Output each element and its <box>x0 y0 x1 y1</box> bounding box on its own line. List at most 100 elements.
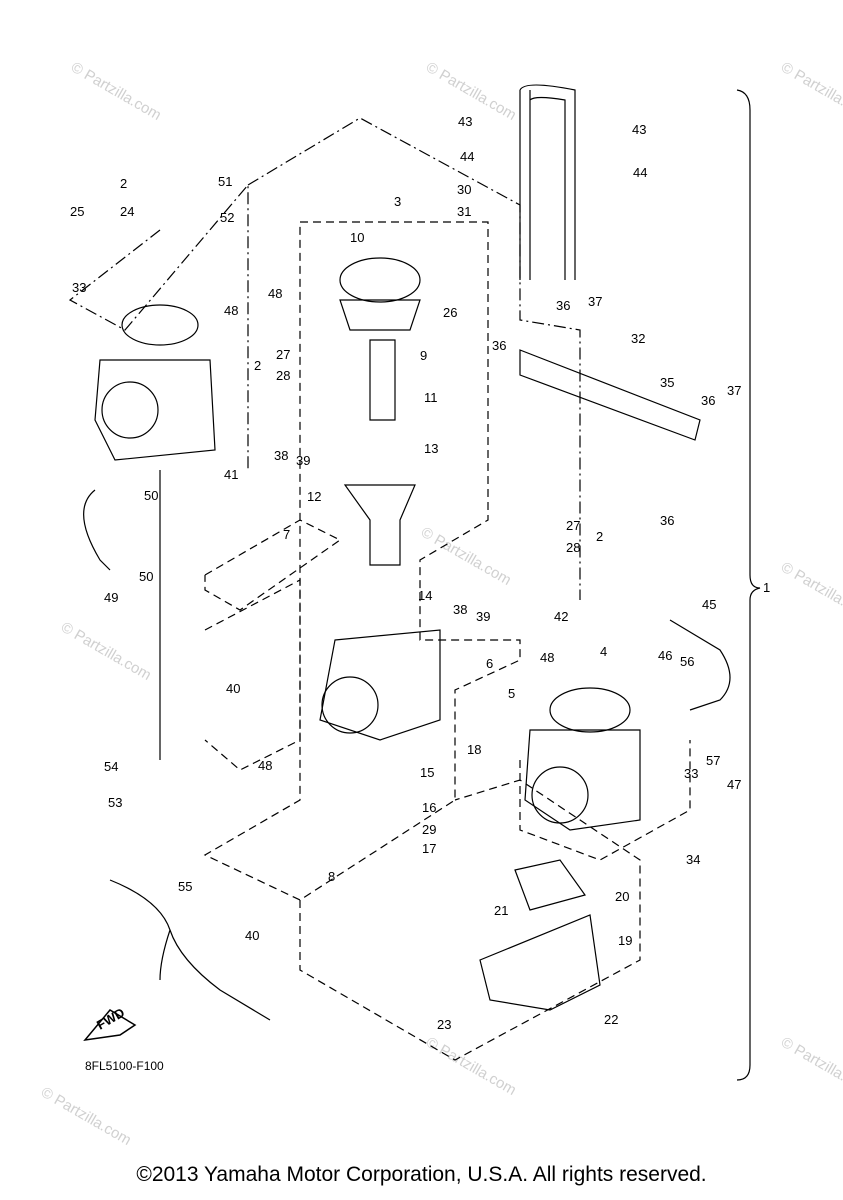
callout-4: 4 <box>600 644 607 659</box>
callout-17: 17 <box>422 841 436 856</box>
fwd-arrow <box>83 1009 137 1042</box>
callout-15: 15 <box>420 765 434 780</box>
callout-38: 38 <box>274 448 288 463</box>
watermark: © Partzilla.com <box>68 59 164 124</box>
callout-37: 37 <box>588 294 602 309</box>
watermark: © Partzilla.com <box>778 1034 843 1099</box>
callout-31: 31 <box>457 204 471 219</box>
callout-26: 26 <box>443 305 457 320</box>
callout-57: 57 <box>706 753 720 768</box>
callout-39: 39 <box>476 609 490 624</box>
callout-2: 2 <box>120 176 127 191</box>
callout-50: 50 <box>139 569 153 584</box>
callout-46: 46 <box>658 648 672 663</box>
callout-48: 48 <box>224 303 238 318</box>
callout-40: 40 <box>245 928 259 943</box>
callout-1: 1 <box>763 580 770 595</box>
fuel-hose <box>83 489 111 571</box>
carb-center-body <box>319 629 441 741</box>
carb-left-top <box>121 304 199 346</box>
callout-45: 45 <box>702 597 716 612</box>
callout-20: 20 <box>615 889 629 904</box>
callout-48: 48 <box>258 758 272 773</box>
dashed-boundary-left <box>68 183 249 470</box>
callout-23: 23 <box>437 1017 451 1032</box>
watermarks: © Partzilla.com © Partzilla.com © Partzill… <box>38 59 843 1149</box>
diagram-code: 8FL5100-F100 <box>85 1059 164 1073</box>
callout-49: 49 <box>104 590 118 605</box>
callout-3: 3 <box>394 194 401 209</box>
callout-48: 48 <box>268 286 282 301</box>
dashed-boundary-right <box>519 740 691 861</box>
callout-51: 51 <box>218 174 232 189</box>
callout-43: 43 <box>632 122 646 137</box>
callout-35: 35 <box>660 375 674 390</box>
callout-36: 36 <box>660 513 674 528</box>
callout-10: 10 <box>350 230 364 245</box>
dashed-boundary-mid <box>204 519 342 611</box>
callout-56: 56 <box>680 654 694 669</box>
copyright-notice: ©2013 Yamaha Motor Corporation, U.S.A. A… <box>136 1163 707 1186</box>
callout-32: 32 <box>631 331 645 346</box>
dashed-boundary-pipe <box>204 579 301 771</box>
callout-55: 55 <box>178 879 192 894</box>
dashed-boundary-float <box>299 779 641 1061</box>
dashed-boundary-main <box>203 221 521 901</box>
callout-22: 22 <box>604 1012 618 1027</box>
callout-2: 2 <box>254 358 261 373</box>
callout-37: 37 <box>727 383 741 398</box>
watermark: © Partzilla.com <box>778 59 843 124</box>
callout-42: 42 <box>554 609 568 624</box>
callout-21: 21 <box>494 903 508 918</box>
watermark: © Partzilla.com <box>38 1084 134 1149</box>
callout-25: 25 <box>70 204 84 219</box>
callout-41: 41 <box>224 467 238 482</box>
vent-hose <box>519 84 576 280</box>
callout-33: 33 <box>72 280 86 295</box>
float-bowl <box>479 914 601 1011</box>
callout-40: 40 <box>226 681 240 696</box>
callout-36: 36 <box>556 298 570 313</box>
callout-30: 30 <box>457 182 471 197</box>
callout-12: 12 <box>307 489 321 504</box>
callout-47: 47 <box>727 777 741 792</box>
wire-harness <box>109 879 271 1021</box>
spring <box>369 339 396 421</box>
callout-48: 48 <box>540 650 554 665</box>
callout-27: 27 <box>276 347 290 362</box>
callout-27: 27 <box>566 518 580 533</box>
watermark: © Partzilla.com <box>58 619 154 684</box>
callout-53: 53 <box>108 795 122 810</box>
callout-14: 14 <box>418 588 432 603</box>
callout-44: 44 <box>633 165 647 180</box>
callout-6: 6 <box>486 656 493 671</box>
piston <box>343 484 416 566</box>
callout-9: 9 <box>420 348 427 363</box>
callout-24: 24 <box>120 204 134 219</box>
callout-44: 44 <box>460 149 474 164</box>
callout-5: 5 <box>508 686 515 701</box>
bracket <box>519 349 701 441</box>
callout-7: 7 <box>283 527 290 542</box>
callout-50: 50 <box>144 488 158 503</box>
callout-16: 16 <box>422 800 436 815</box>
callout-38: 38 <box>453 602 467 617</box>
diagram-lines <box>68 84 761 1081</box>
callout-28: 28 <box>276 368 290 383</box>
callout-33: 33 <box>684 766 698 781</box>
watermark: © Partzilla.com <box>778 559 843 624</box>
callout-39: 39 <box>296 453 310 468</box>
carb-right-top <box>549 687 631 733</box>
callout-19: 19 <box>618 933 632 948</box>
callout-28: 28 <box>566 540 580 555</box>
callout-29: 29 <box>422 822 436 837</box>
dashed-boundary-top <box>247 117 581 600</box>
carb-left-body <box>94 359 216 461</box>
diaphragm-cover <box>339 257 421 303</box>
watermark: © Partzilla.com <box>423 1034 519 1099</box>
callout-labels: 2242551523303110434344443348482692272836… <box>70 114 770 1032</box>
callout-52: 52 <box>220 210 234 225</box>
float <box>514 859 586 911</box>
callout-36: 36 <box>492 338 506 353</box>
